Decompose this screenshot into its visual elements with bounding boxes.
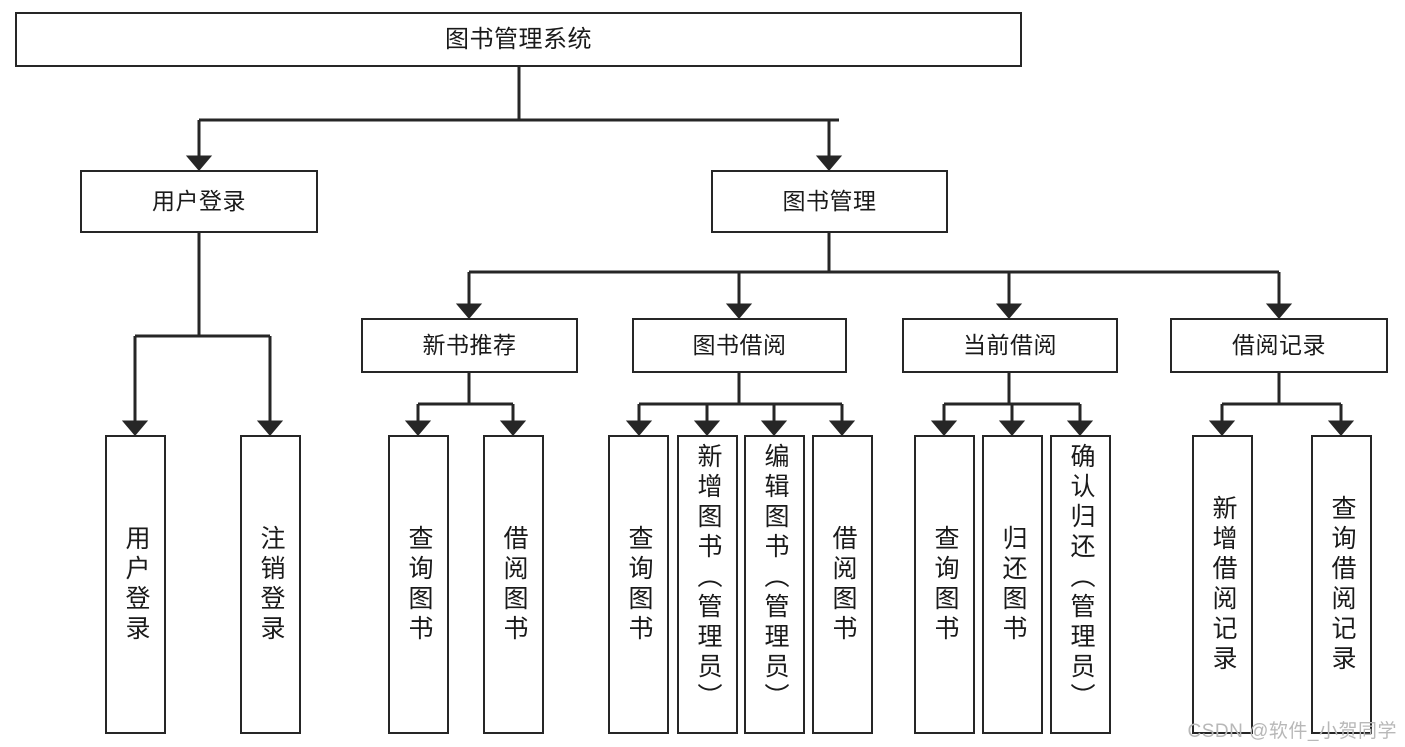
leaf-newbook-borrow-book[interactable]: 借阅图书 [483, 435, 544, 734]
node-book-borrow[interactable]: 图书借阅 [632, 318, 847, 373]
node-new-book-recommend-label: 新书推荐 [422, 332, 517, 359]
leaf-borrow-add-book-label: 新增图书（管理员） [694, 443, 722, 713]
leaf-borrow-add-book[interactable]: 新增图书（管理员） [677, 435, 738, 734]
leaf-current-confirm-return-label: 确认归还（管理员） [1067, 443, 1095, 713]
node-user-login-label: 用户登录 [152, 188, 246, 215]
leaf-current-confirm-return[interactable]: 确认归还（管理员） [1050, 435, 1111, 734]
node-book-manage-label: 图书管理 [782, 188, 877, 215]
leaf-current-return-book[interactable]: 归还图书 [982, 435, 1043, 734]
node-user-login[interactable]: 用户登录 [80, 170, 318, 233]
node-root-system[interactable]: 图书管理系统 [15, 12, 1022, 67]
leaf-newbook-borrow-book-label: 借阅图书 [500, 524, 528, 645]
leaf-current-query-book-label: 查询图书 [931, 524, 959, 645]
node-borrow-record[interactable]: 借阅记录 [1170, 318, 1388, 373]
node-book-manage[interactable]: 图书管理 [711, 170, 948, 233]
leaf-borrow-edit-book-label: 编辑图书（管理员） [761, 443, 789, 713]
leaf-newbook-query-book-label: 查询图书 [405, 524, 433, 645]
node-current-borrow-label: 当前借阅 [963, 332, 1057, 359]
leaf-logout-label: 注销登录 [257, 524, 285, 645]
leaf-borrow-edit-book[interactable]: 编辑图书（管理员） [744, 435, 805, 734]
leaf-user-login-label: 用户登录 [122, 524, 150, 645]
leaf-newbook-query-book[interactable]: 查询图书 [388, 435, 449, 734]
leaf-borrow-borrow-book[interactable]: 借阅图书 [812, 435, 873, 734]
watermark-text: CSDN @软件_小贺同学 [1187, 721, 1397, 742]
leaf-current-query-book[interactable]: 查询图书 [914, 435, 975, 734]
leaf-user-login[interactable]: 用户登录 [105, 435, 166, 734]
leaf-record-add-record[interactable]: 新增借阅记录 [1192, 435, 1253, 734]
leaf-current-return-book-label: 归还图书 [999, 524, 1027, 645]
leaf-borrow-borrow-book-label: 借阅图书 [829, 524, 857, 645]
node-new-book-recommend[interactable]: 新书推荐 [361, 318, 578, 373]
leaf-record-add-record-label: 新增借阅记录 [1209, 494, 1237, 675]
node-book-borrow-label: 图书借阅 [692, 332, 787, 359]
leaf-borrow-query-book-label: 查询图书 [625, 524, 653, 645]
leaf-record-query-record-label: 查询借阅记录 [1328, 494, 1356, 675]
leaf-borrow-query-book[interactable]: 查询图书 [608, 435, 669, 734]
node-current-borrow[interactable]: 当前借阅 [902, 318, 1118, 373]
node-root-system-label: 图书管理系统 [445, 25, 592, 53]
leaf-record-query-record[interactable]: 查询借阅记录 [1311, 435, 1372, 734]
node-borrow-record-label: 借阅记录 [1232, 332, 1326, 359]
leaf-logout[interactable]: 注销登录 [240, 435, 301, 734]
